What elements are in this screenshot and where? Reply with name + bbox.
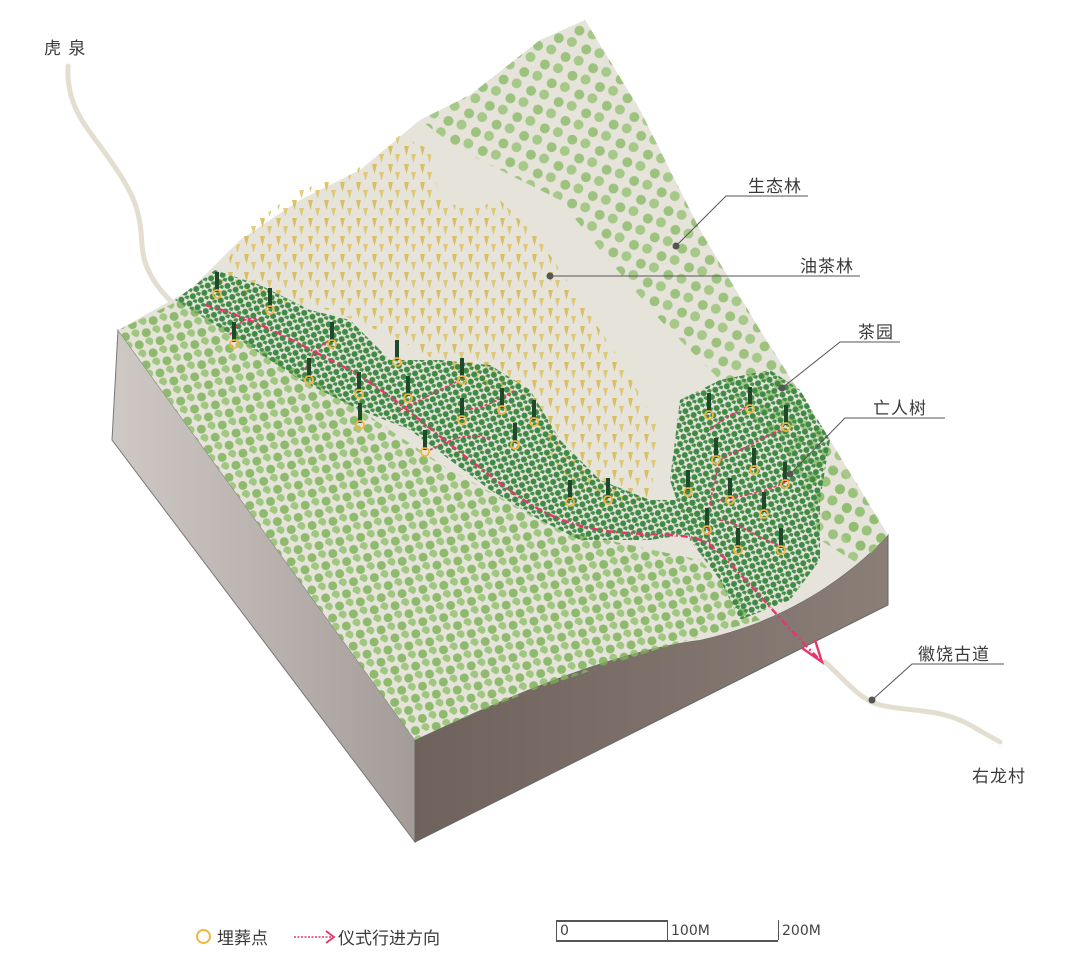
memorial-trees — [215, 272, 788, 548]
callout-oil-tea-forest: 油茶林 — [800, 257, 854, 277]
scale-bar: 0 100M 200M — [556, 920, 826, 942]
procession-arrow-head — [801, 639, 825, 666]
scale-bar-bottom-line — [556, 940, 778, 942]
dashed-arrow-icon — [294, 929, 336, 944]
legend-label: 埋葬点 — [217, 929, 268, 949]
scale-tick-100m: 100M — [667, 920, 710, 940]
lower-forest-area — [118, 300, 760, 740]
tea-garden-area-east — [670, 370, 830, 620]
road-huirao-ancient — [822, 659, 1003, 745]
callout-tea-garden: 茶园 — [858, 323, 894, 343]
procession-path — [204, 303, 821, 661]
legend-item-burial-point: 埋葬点 — [196, 924, 268, 949]
burial-point-rings — [212, 289, 791, 555]
branch-paths — [229, 317, 791, 546]
legend-label: 仪式行进方向 — [338, 929, 440, 949]
callout-ancient-road: 徽饶古道 — [918, 645, 990, 665]
burial-point-ring-icon — [196, 929, 211, 944]
road-to-huquan — [65, 63, 193, 323]
callout-ecological-forest: 生态林 — [748, 177, 802, 197]
place-label-huquan: 虎 泉 — [44, 39, 87, 59]
legend-item-procession-direction: 仪式行进方向 — [294, 924, 440, 949]
callout-memorial-tree: 亡人树 — [873, 399, 927, 419]
scale-tick-0: 0 — [556, 920, 569, 940]
scale-tick-200m: 200M — [778, 920, 821, 940]
legend: 埋葬点 仪式行进方向 — [196, 924, 466, 949]
oil-tea-forest-area — [215, 135, 660, 505]
leader-lines — [546, 195, 1004, 704]
scale-bar-top-line — [556, 920, 667, 922]
place-label-youlong-village: 右龙村 — [972, 767, 1026, 787]
tea-garden-area-west — [175, 270, 720, 540]
